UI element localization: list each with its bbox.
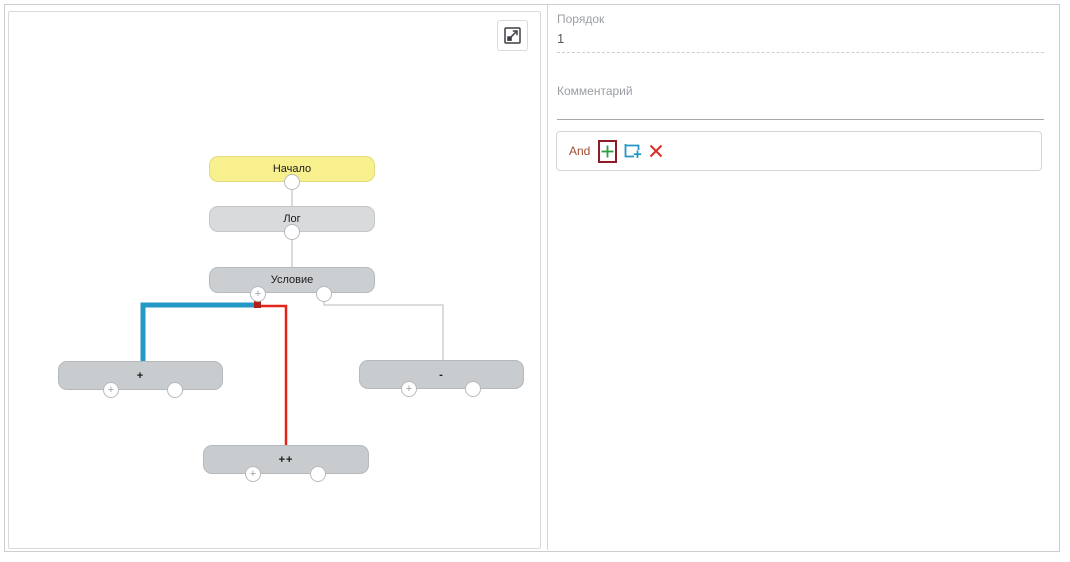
node-label: Условие bbox=[270, 274, 314, 286]
connector-port[interactable] bbox=[167, 382, 183, 398]
delete-button[interactable] bbox=[649, 144, 663, 158]
comment-input[interactable] bbox=[557, 105, 1044, 120]
properties-panel: Порядок 1 Комментарий And bbox=[548, 4, 1059, 550]
connector-add-icon[interactable]: + bbox=[103, 382, 119, 398]
connector-port[interactable] bbox=[284, 224, 300, 240]
operator-label[interactable]: And bbox=[569, 144, 591, 158]
order-label: Порядок bbox=[557, 12, 605, 26]
connector-port[interactable] bbox=[465, 381, 481, 397]
add-condition-button[interactable] bbox=[598, 139, 618, 163]
diagram-node-plusplus[interactable]: ++ bbox=[203, 445, 369, 474]
add-group-button[interactable] bbox=[624, 143, 642, 159]
comment-label: Комментарий bbox=[557, 84, 633, 98]
diagram-node-condition[interactable]: Условие bbox=[209, 267, 375, 293]
connector-add-icon[interactable]: + bbox=[401, 381, 417, 397]
diagram-node-minus[interactable]: - bbox=[359, 360, 524, 389]
add-group-icon bbox=[624, 144, 642, 158]
expand-button[interactable] bbox=[497, 20, 528, 51]
node-label: - bbox=[439, 368, 444, 381]
connector-port[interactable] bbox=[316, 286, 332, 302]
diagram-node-plus[interactable]: + bbox=[58, 361, 223, 390]
section-divider bbox=[557, 52, 1044, 53]
node-label: + bbox=[136, 369, 145, 382]
plus-icon bbox=[601, 145, 614, 157]
connector-add-icon[interactable]: + bbox=[250, 286, 266, 302]
order-value[interactable]: 1 bbox=[557, 31, 565, 46]
panel-divider bbox=[547, 5, 548, 550]
connector-port[interactable] bbox=[284, 174, 300, 190]
connector-add-icon[interactable]: + bbox=[245, 466, 261, 482]
x-icon bbox=[650, 144, 663, 158]
condition-group-box: And bbox=[556, 131, 1042, 171]
connector-port[interactable] bbox=[310, 466, 326, 482]
node-label: ++ bbox=[278, 453, 294, 466]
open-in-full-icon bbox=[504, 27, 521, 44]
